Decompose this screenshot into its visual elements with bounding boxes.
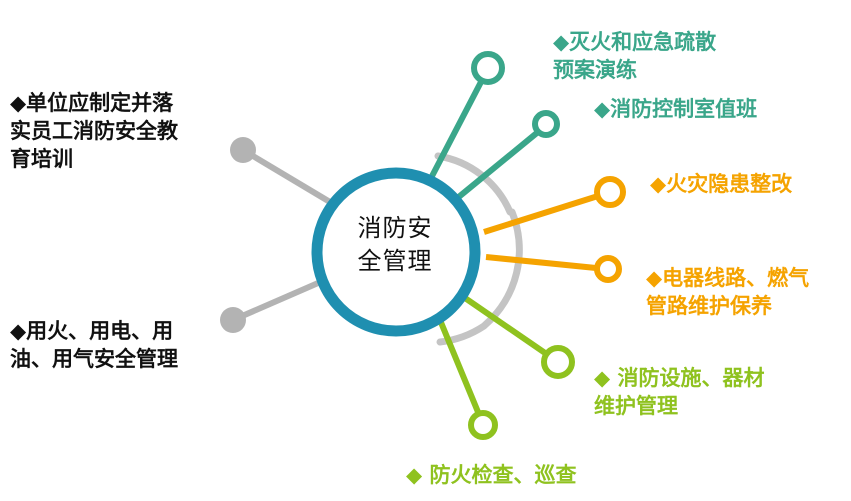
label-line: ◆单位应制定并落 (10, 91, 174, 115)
label-line: 管路维护保养 (646, 294, 772, 318)
label-line: 维护管理 (594, 394, 678, 418)
hub-title: 消防安 全管理 (340, 212, 450, 278)
label-staff-training: ◆单位应制定并落 实员工消防安全教 育培训 (10, 89, 178, 173)
label-hazard-rectification: ◆火灾隐患整改 (650, 170, 792, 198)
arc-lower (436, 322, 488, 346)
node-left-bottom-icon (220, 307, 246, 333)
spoke-orange-1 (483, 193, 599, 235)
spoke-left-bottom (231, 277, 327, 323)
hub-title-line-2: 全管理 (357, 247, 433, 275)
hub-title-line-1: 消防安 (357, 214, 433, 242)
label-facility-equipment: ◆ 消防设施、器材 维护管理 (594, 364, 764, 420)
node-green-1-icon (541, 345, 575, 379)
node-left-top-icon (230, 137, 256, 163)
label-evacuation-drill: ◆灭火和应急疏散 预案演练 (553, 28, 716, 84)
label-line: ◆用火、用电、用 (10, 319, 174, 343)
label-line: 预案演练 (553, 58, 637, 82)
label-line: 油、用气安全管理 (10, 347, 178, 371)
spoke-green-2 (437, 318, 481, 414)
node-teal-1-icon (471, 51, 505, 85)
label-wiring-gas-maintenance: ◆电器线路、燃气 管路维护保养 (646, 264, 809, 320)
node-teal-2-icon (532, 110, 560, 138)
spoke-teal-1 (427, 78, 485, 182)
spoke-green-1 (463, 295, 550, 358)
hub-circle (311, 167, 481, 337)
spoke-teal-2 (453, 129, 540, 203)
label-line: ◆消防控制室值班 (594, 97, 758, 121)
spoke-orange-2 (485, 254, 597, 271)
spoke-left-top (241, 147, 337, 208)
node-orange-2-icon (594, 255, 622, 283)
label-control-room-duty: ◆消防控制室值班 (594, 95, 757, 123)
label-line: 实员工消防安全教 (10, 119, 178, 143)
arc-right (481, 208, 523, 329)
label-line: 育培训 (10, 147, 73, 171)
label-inspection-patrol: ◆ 防火检查、巡查 (406, 461, 576, 489)
label-line: ◆火灾隐患整改 (650, 172, 793, 196)
label-line: ◆电器线路、燃气 (646, 266, 810, 290)
label-line: ◆灭火和应急疏散 (553, 30, 717, 54)
node-green-2-icon (468, 410, 498, 440)
node-orange-1-icon (594, 176, 626, 208)
label-fire-electric-safety: ◆用火、用电、用 油、用气安全管理 (10, 317, 178, 373)
label-line: ◆ 消防设施、器材 (594, 366, 765, 390)
label-line: ◆ 防火检查、巡查 (406, 463, 577, 487)
